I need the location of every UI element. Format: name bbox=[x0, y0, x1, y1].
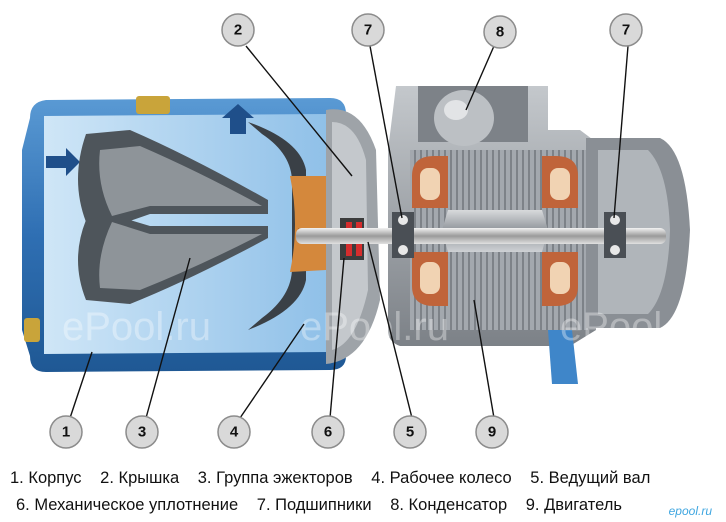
svg-text:8: 8 bbox=[496, 24, 504, 41]
callout-1: 1 bbox=[49, 415, 83, 449]
watermark-2: ePool.ru bbox=[300, 305, 449, 349]
legend-item-impeller: 4. Рабочее колесо bbox=[371, 469, 512, 487]
legend-item-bearings: 7. Подшипники bbox=[256, 496, 372, 514]
svg-text:4: 4 bbox=[230, 424, 239, 441]
legend-item-casing: 1. Корпус bbox=[10, 469, 82, 487]
pump-cross-section-diagram: ePool.ru ePool.ru ePool.ru 1 2 3 4 5 6 bbox=[22, 13, 709, 449]
callout-6: 6 bbox=[311, 415, 345, 449]
drain-plug bbox=[136, 96, 170, 114]
callout-4: 4 bbox=[217, 415, 251, 449]
svg-text:6: 6 bbox=[324, 424, 332, 441]
svg-text:3: 3 bbox=[138, 424, 146, 441]
legend-item-ejector-group: 3. Группа эжекторов bbox=[197, 469, 353, 487]
motor-foot bbox=[548, 330, 578, 384]
callout-9: 9 bbox=[475, 415, 509, 449]
motor-windings bbox=[412, 156, 578, 306]
legend-line-2: 6. Механическое уплотнение 7. Подшипники… bbox=[0, 496, 726, 515]
callout-5: 5 bbox=[393, 415, 427, 449]
ejector-group bbox=[78, 130, 268, 304]
capacitor bbox=[418, 86, 528, 146]
svg-text:7: 7 bbox=[622, 22, 630, 39]
watermark-1: ePool.ru bbox=[62, 305, 211, 349]
svg-text:9: 9 bbox=[488, 424, 496, 441]
svg-text:2: 2 bbox=[234, 22, 242, 39]
legend-item-mechanical-seal: 6. Механическое уплотнение bbox=[16, 496, 239, 514]
drive-shaft bbox=[296, 228, 666, 244]
legend-item-motor: 9. Двигатель bbox=[525, 496, 622, 514]
bearing-rear bbox=[604, 212, 626, 258]
callout-7-rear: 7 bbox=[609, 13, 643, 47]
legend-item-drive-shaft: 5. Ведущий вал bbox=[530, 469, 651, 487]
watermark-3: ePool.ru bbox=[560, 305, 709, 349]
legend-item-capacitor: 8. Конденсатор bbox=[390, 496, 508, 514]
outlet-arrow-icon bbox=[222, 104, 254, 134]
inlet-arrow-icon bbox=[46, 148, 80, 176]
filling-plug bbox=[24, 318, 40, 342]
callout-3: 3 bbox=[125, 415, 159, 449]
legend-line-1: 1. Корпус 2. Крышка 3. Группа эжекторов … bbox=[0, 469, 726, 488]
callout-2: 2 bbox=[221, 13, 255, 47]
legend-item-cover: 2. Крышка bbox=[100, 469, 180, 487]
svg-text:5: 5 bbox=[406, 424, 414, 441]
callout-7-front: 7 bbox=[351, 13, 385, 47]
bearing-front bbox=[392, 212, 414, 258]
svg-text:1: 1 bbox=[62, 424, 70, 441]
svg-text:7: 7 bbox=[364, 22, 372, 39]
callout-8: 8 bbox=[483, 15, 517, 49]
bearings bbox=[392, 212, 626, 258]
brand-logo: epool.ru bbox=[668, 504, 712, 518]
leader-lines bbox=[69, 45, 629, 419]
